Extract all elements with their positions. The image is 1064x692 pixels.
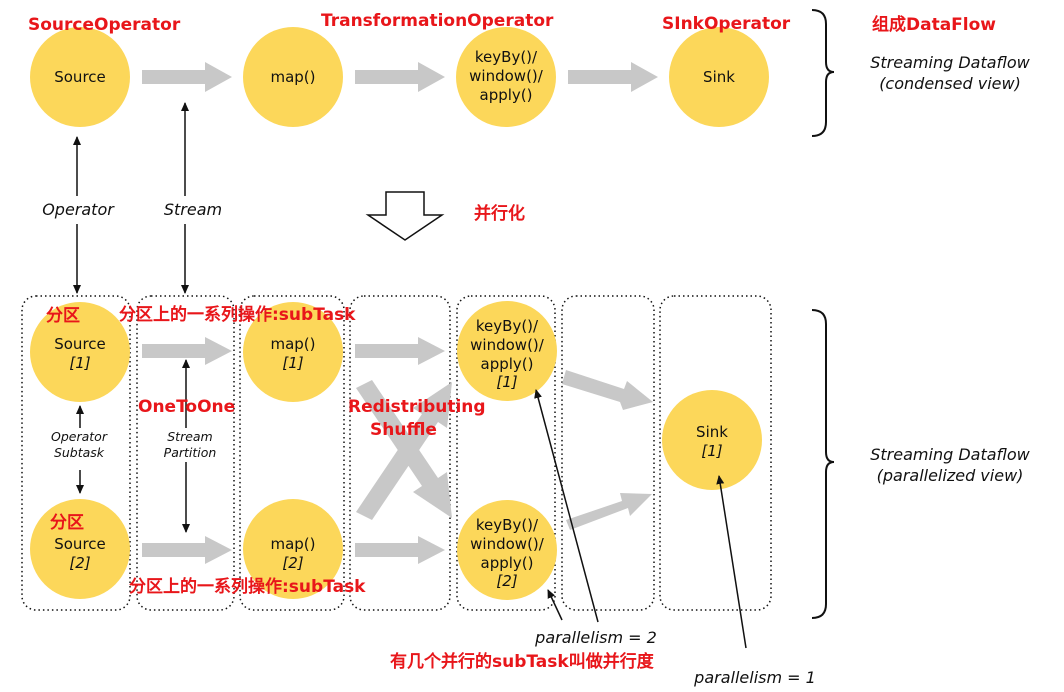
- map-1-label: map(): [270, 335, 315, 353]
- sink-operator-label: SInkOperator: [662, 14, 791, 34]
- partition-label-bottom: 分区: [50, 513, 84, 533]
- dataflow-label: 组成DataFlow: [872, 14, 996, 35]
- source-1-node: [30, 302, 130, 402]
- parallelized-view-title: Streaming Dataflow: [870, 445, 1030, 464]
- parallelism-1-arrow: [716, 475, 747, 649]
- map-node: [243, 27, 343, 127]
- stream-partition-label-2: Partition: [164, 445, 217, 460]
- parallelism-2-arrow-1: [534, 389, 599, 623]
- keyby-2-index: [2]: [496, 572, 517, 590]
- redistributing-label: Redistributing: [348, 397, 486, 417]
- keyby-node: [456, 27, 556, 127]
- parallelism-2-arrow-2: [547, 589, 563, 621]
- condensed-bracket: [811, 9, 835, 137]
- source-2-label: Source: [54, 535, 106, 553]
- keyby-node-label-1: keyBy()/: [475, 48, 538, 66]
- map-2-label: map(): [270, 535, 315, 553]
- source-2-index: [2]: [69, 554, 90, 572]
- parallelism-1-label: parallelism = 1: [693, 668, 816, 687]
- sink-node-label: Sink: [703, 68, 735, 86]
- source-operator-label: SourceOperator: [28, 15, 181, 35]
- keyby-1-node: [457, 301, 557, 401]
- parallelism-note: 有几个并行的subTask叫做并行度: [390, 651, 655, 672]
- source-1-label: Source: [54, 335, 106, 353]
- condensed-view-title: Streaming Dataflow: [870, 53, 1030, 72]
- map-1-index: [1]: [282, 354, 303, 372]
- sink-arrow-1: [562, 370, 653, 410]
- operator-label: Operator: [42, 200, 115, 219]
- source-node-label: Source: [54, 68, 106, 86]
- keyby-1-label-2: window()/: [470, 336, 545, 354]
- forward-arrow-1: [355, 337, 445, 365]
- one-to-one-arrow-1: [142, 337, 232, 365]
- keyby-1-index: [1]: [496, 373, 517, 391]
- subtask-box-keyby: [456, 295, 556, 611]
- parallelized-view: Source [1] Source [2] map() [1] map() [2…: [21, 295, 1031, 687]
- sink-1-node: [662, 390, 762, 490]
- source-node: [30, 27, 130, 127]
- keyby-2-label-3: apply(): [481, 554, 534, 572]
- keyby-2-node: [457, 500, 557, 600]
- sink-1-index: [1]: [701, 442, 722, 460]
- condensed-view-subtitle: (condensed view): [879, 74, 1021, 93]
- sink-arrow-2: [566, 493, 652, 530]
- stream-partition-label-1: Stream: [167, 429, 213, 444]
- keyby-node-label-2: window()/: [469, 67, 544, 85]
- forward-arrow-2: [355, 536, 445, 564]
- transformation-operator-label: TransformationOperator: [321, 11, 554, 31]
- source-1-index: [1]: [69, 354, 90, 372]
- shuffle-label: Shuffle: [370, 420, 437, 440]
- stream-label: Stream: [164, 200, 222, 219]
- keyby-1-label-1: keyBy()/: [476, 317, 539, 335]
- operator-subtask-label-2: Subtask: [54, 445, 105, 460]
- subtask-box-stream-partition: [136, 295, 235, 611]
- sink-1-label: Sink: [696, 423, 728, 441]
- shuffle-arrow-up: [356, 382, 452, 520]
- map-2-index: [2]: [282, 554, 303, 572]
- stream-arrow-2: [355, 62, 445, 92]
- parallelism-2-label: parallelism = 2: [534, 628, 657, 647]
- keyby-2-label-1: keyBy()/: [476, 516, 539, 534]
- stream-arrow-3: [568, 62, 658, 92]
- partition-label-top: 分区: [46, 306, 80, 326]
- parallelized-bracket: [811, 309, 835, 619]
- map-2-node: [243, 499, 343, 599]
- operator-subtask-label-1: Operator: [51, 429, 108, 444]
- parallelize-label: 并行化: [474, 203, 525, 224]
- sink-node: [669, 27, 769, 127]
- map-node-label: map(): [270, 68, 315, 86]
- subtask-box-sink: [659, 295, 772, 611]
- one-to-one-arrow-2: [142, 536, 232, 564]
- subtask-box-connect: [561, 295, 655, 611]
- map-1-node: [243, 302, 343, 402]
- subtask-label-bottom: 分区上的一系列操作:subTask: [129, 576, 366, 597]
- middle-section: Operator Stream 并行化: [42, 102, 525, 294]
- subtask-box-redistribute: [349, 295, 451, 611]
- parallelized-view-subtitle: (parallelized view): [877, 466, 1024, 485]
- stream-arrow-1: [142, 62, 232, 92]
- condensed-view: Source map() keyBy()/ window()/ apply() …: [28, 9, 1031, 137]
- keyby-1-label-3: apply(): [481, 355, 534, 373]
- parallelize-arrow-icon: [365, 191, 445, 241]
- subtask-label-top: 分区上的一系列操作:subTask: [119, 304, 356, 325]
- source-2-node: [30, 499, 130, 599]
- one-to-one-label: OneToOne: [138, 397, 235, 417]
- keyby-node-label-3: apply(): [480, 86, 533, 104]
- keyby-2-label-2: window()/: [470, 535, 545, 553]
